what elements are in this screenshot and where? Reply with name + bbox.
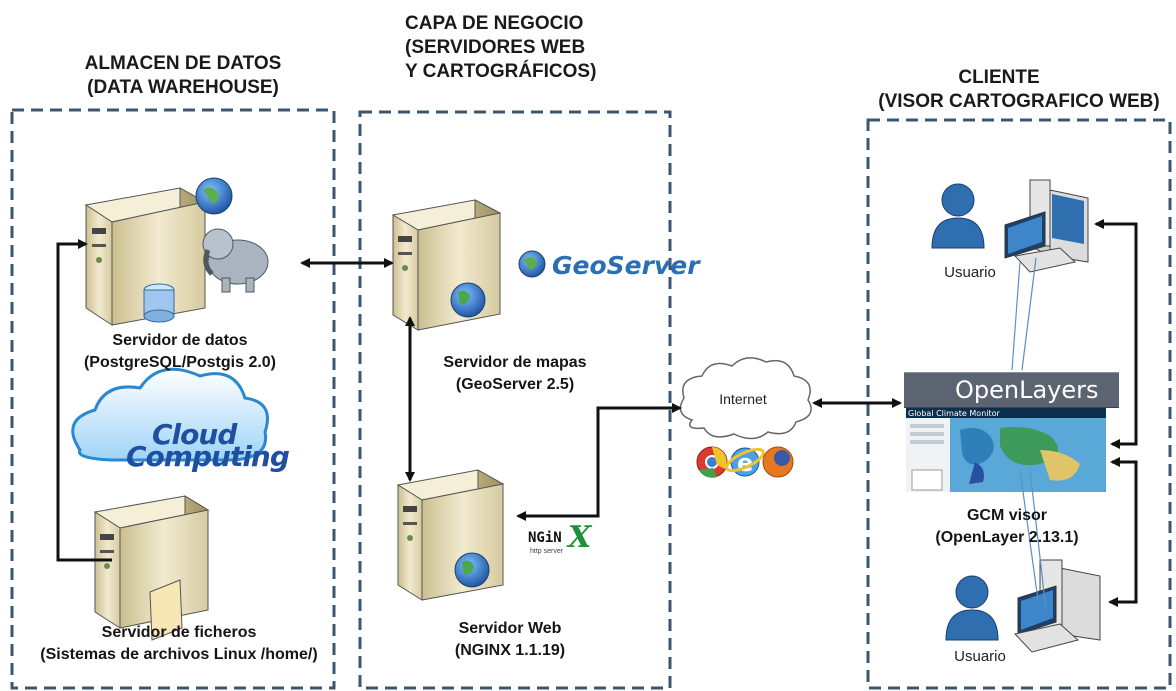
column-header-line: CLIENTE bbox=[958, 67, 1040, 88]
file-server-label: Servidor de ficheros (Sistemas de archiv… bbox=[14, 622, 344, 666]
nginx-logo-x: X bbox=[568, 520, 592, 555]
arrow-fileserver-dataserver bbox=[56, 239, 112, 562]
column-header-data-warehouse: ALMACEN DE DATOS (DATA WAREHOUSE) bbox=[52, 52, 314, 100]
internet-cloud-icon bbox=[679, 357, 812, 440]
viewer-label: GCM visor (OpenLayer 2.13.1) bbox=[904, 505, 1110, 549]
internet-label: Internet bbox=[719, 391, 767, 407]
node-detail: (Sistemas de archivos Linux /home/) bbox=[40, 646, 318, 663]
gcm-screen-title: Global Climate Monitor bbox=[908, 409, 1000, 418]
arrow-viewer-user-bottom bbox=[1108, 457, 1138, 607]
user-bottom-label: Usuario bbox=[954, 648, 1006, 665]
cloud-logo-text-bottom: Computing bbox=[126, 440, 290, 473]
desktop-computer-bottom-icon bbox=[1014, 559, 1101, 653]
node-detail: (NGINX 1.1.19) bbox=[454, 642, 566, 659]
cloud-computing-logo bbox=[71, 367, 269, 462]
user-link-line bbox=[1019, 469, 1039, 601]
nginx-logo-subtext: http server bbox=[530, 548, 564, 555]
nginx-logo-text: NGiN bbox=[528, 530, 562, 546]
user-link-line bbox=[1029, 469, 1047, 611]
node-detail: (PostgreSQL/Postgis 2.0) bbox=[83, 354, 277, 371]
map-server-label: Servidor de mapas (GeoServer 2.5) bbox=[400, 352, 630, 396]
user-top-label: Usuario bbox=[944, 264, 996, 281]
column-header-line: Y CARTOGRÁFICOS) bbox=[405, 61, 597, 82]
web-server-label: Servidor Web (NGINX 1.1.19) bbox=[395, 618, 625, 662]
column-header-line: (SERVIDORES WEB bbox=[405, 37, 586, 58]
gcm-viewer-screenshot bbox=[906, 406, 1106, 492]
postgis-elephant-icon bbox=[195, 177, 269, 293]
node-name: Servidor de mapas bbox=[443, 354, 587, 371]
user-link-line bbox=[1021, 257, 1037, 371]
cloud-logo-text-top: Cloud bbox=[152, 418, 237, 451]
column-header-line: (VISOR CARTOGRAFICO WEB) bbox=[878, 91, 1160, 112]
node-name: Servidor Web bbox=[458, 620, 562, 637]
column-header-business: CAPA DE NEGOCIO (SERVIDORES WEB Y CARTOG… bbox=[380, 12, 620, 84]
arrow-viewer-user-top bbox=[1094, 219, 1138, 449]
node-name: Servidor de datos bbox=[112, 332, 248, 349]
geoserver-logo-text: GeoServer bbox=[552, 251, 700, 280]
node-name: Servidor de ficheros bbox=[101, 624, 257, 641]
geoserver-globe-icon bbox=[518, 250, 546, 278]
user-icon-top bbox=[931, 183, 985, 249]
column-box-business bbox=[358, 110, 672, 690]
openlayers-logo-text: OpenLayers bbox=[955, 376, 1099, 404]
data-server-label: Servidor de datos (PostgreSQL/Postgis 2.… bbox=[40, 330, 320, 374]
file-server-icon bbox=[93, 495, 210, 641]
node-name: GCM visor bbox=[966, 507, 1047, 524]
column-header-line: CAPA DE NEGOCIO bbox=[405, 13, 584, 34]
column-box-data-warehouse bbox=[10, 108, 336, 690]
openlayers-banner bbox=[904, 372, 1119, 408]
column-header-client: CLIENTE (VISOR CARTOGRAFICO WEB) bbox=[866, 66, 1172, 114]
arrow-webserver-internet bbox=[516, 403, 682, 521]
user-link-line bbox=[1011, 261, 1021, 371]
node-detail: (GeoServer 2.5) bbox=[455, 376, 575, 393]
browser-icons: e bbox=[696, 446, 794, 478]
column-header-line: ALMACEN DE DATOS bbox=[84, 53, 282, 74]
node-detail: (OpenLayer 2.13.1) bbox=[935, 529, 1079, 546]
column-header-line: (DATA WAREHOUSE) bbox=[87, 77, 279, 98]
data-server-icon bbox=[84, 187, 207, 326]
desktop-computer-top-icon bbox=[1004, 179, 1089, 273]
map-server-icon bbox=[391, 199, 502, 331]
user-icon-bottom bbox=[945, 575, 999, 641]
web-server-icon bbox=[396, 469, 505, 601]
